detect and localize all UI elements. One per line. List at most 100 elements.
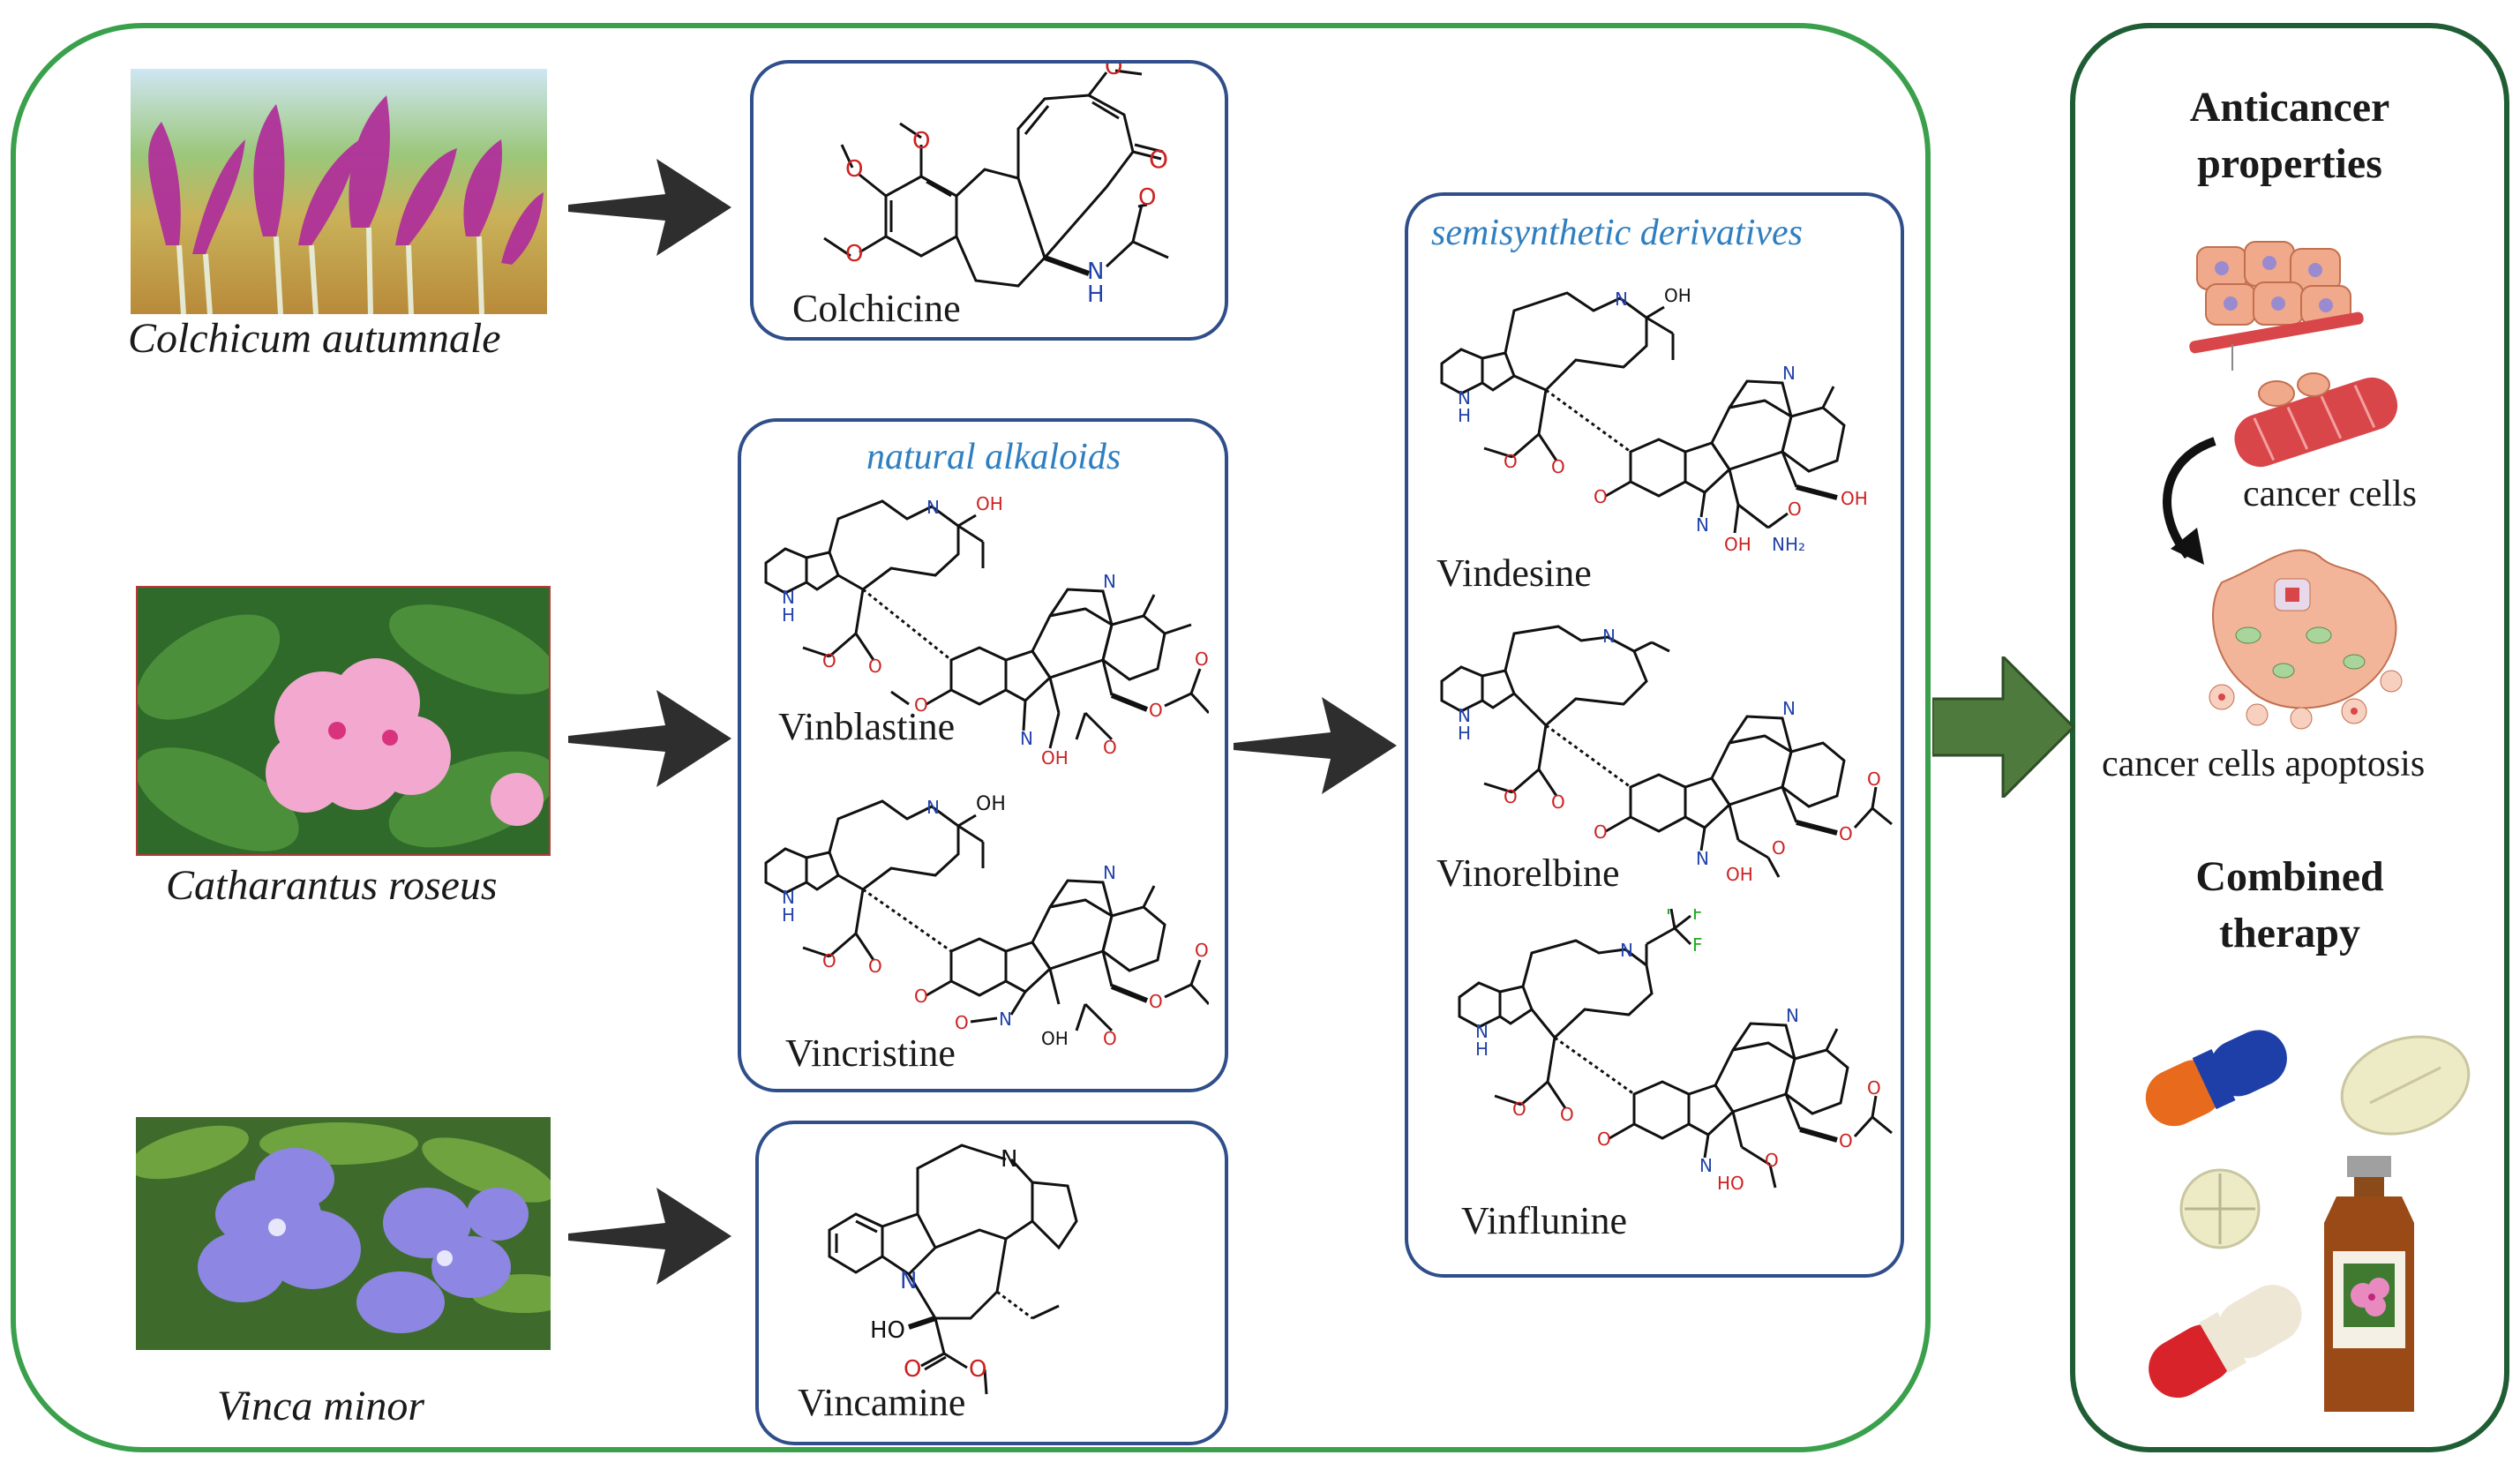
catharanthus-photo	[136, 586, 551, 856]
vincamine-structure: N N HO O O	[828, 1144, 1078, 1395]
svg-text:N: N	[1699, 1155, 1713, 1176]
arrow-vinca	[568, 1188, 731, 1285]
svg-text:O: O	[914, 694, 928, 716]
svg-text:HO: HO	[870, 1317, 905, 1344]
svg-text:F: F	[1666, 909, 1676, 919]
svg-text:O: O	[822, 650, 836, 671]
curved-arrow	[2163, 437, 2216, 565]
svg-text:OH: OH	[1041, 747, 1069, 769]
svg-text:OH: OH	[1041, 1028, 1069, 1048]
label-vinblastine: Vinblastine	[778, 705, 956, 748]
svg-text:N: N	[1782, 698, 1796, 719]
main-panel	[11, 23, 1931, 1452]
svg-text:N: N	[782, 887, 795, 908]
svg-text:N: N	[1458, 705, 1471, 726]
label-colchicine: Colchicine	[792, 287, 961, 330]
svg-text:N: N	[1696, 514, 1709, 536]
svg-text:N: N	[926, 797, 940, 818]
svg-text:O: O	[1504, 451, 1518, 472]
svg-text:O: O	[1594, 821, 1608, 843]
label-vincamine: Vincamine	[798, 1381, 966, 1424]
svg-text:O: O	[1195, 940, 1209, 961]
svg-text:H: H	[1458, 723, 1471, 744]
svg-text:O: O	[1839, 823, 1853, 844]
svg-text:O: O	[912, 128, 930, 154]
plant-name-vinca: Vinca minor	[217, 1383, 425, 1429]
svg-text:N: N	[1620, 940, 1633, 961]
arrow-natural-to-semisynthetic	[1234, 697, 1397, 794]
svg-text:N: N	[1087, 259, 1104, 285]
caption-cancer-cells: cancer cells	[2243, 474, 2418, 514]
svg-text:O: O	[868, 956, 882, 977]
svg-text:F: F	[1692, 934, 1703, 956]
svg-text:N: N	[1001, 1146, 1017, 1173]
svg-text:O: O	[1149, 145, 1168, 174]
svg-text:O: O	[868, 656, 882, 677]
svg-text:N: N	[999, 1009, 1012, 1030]
svg-text:O: O	[969, 1356, 986, 1383]
svg-text:O: O	[1103, 737, 1117, 758]
svg-text:NH₂: NH₂	[1772, 534, 1805, 555]
natural-alkaloids-title: natural alkaloids	[866, 437, 1121, 477]
combined-therapy-heading-line2: therapy	[2219, 910, 2360, 956]
pills-illustration	[2145, 1030, 2471, 1412]
anticancer-heading: Anticancer properties	[2082, 79, 2497, 192]
svg-text:OH: OH	[1664, 285, 1691, 306]
label-vinorelbine: Vinorelbine	[1436, 851, 1620, 895]
vinblastine-structure: N H N OH N N O O O OH O O O	[764, 493, 1209, 769]
label-vincristine: Vincristine	[785, 1031, 956, 1075]
svg-text:O: O	[1594, 486, 1608, 507]
svg-text:O: O	[1105, 64, 1122, 80]
svg-text:O: O	[1551, 791, 1565, 813]
svg-text:O: O	[1149, 991, 1163, 1012]
natural-alkaloids-box: natural alkaloids N H N OH N N O O O OH	[738, 418, 1228, 1092]
svg-text:O: O	[1551, 456, 1565, 477]
svg-text:N: N	[1103, 862, 1116, 883]
svg-text:OH: OH	[976, 493, 1003, 514]
anticancer-heading-line2: properties	[2197, 140, 2382, 187]
arrow-to-anticancer	[1932, 656, 2075, 798]
label-vinflunine: Vinflunine	[1461, 1199, 1627, 1242]
vindesine-structure: N H N OH N N O O O OH OH NH₂ O	[1440, 285, 1868, 555]
plant-name-catharanthus: Catharantus roseus	[166, 862, 498, 909]
svg-text:O: O	[1597, 1129, 1611, 1150]
svg-text:H: H	[1458, 405, 1471, 426]
svg-text:H: H	[1475, 1039, 1489, 1060]
vincristine-structure: N H N OH N N O O O O OH O O O	[764, 793, 1209, 1048]
svg-text:N: N	[1020, 728, 1033, 749]
svg-text:N: N	[1782, 363, 1796, 384]
svg-text:N: N	[782, 587, 795, 608]
combined-therapy-heading-line1: Combined	[2195, 853, 2384, 900]
cancer-cells-illustration	[2189, 241, 2398, 468]
colchicum-photo	[131, 69, 547, 314]
arrow-catharanthus	[568, 690, 731, 787]
caption-cancer-cells-apoptosis: cancer cells apoptosis	[2102, 744, 2426, 784]
svg-text:H: H	[782, 904, 795, 926]
arrow-colchicum	[568, 159, 731, 256]
svg-text:O: O	[1149, 700, 1163, 721]
svg-text:N: N	[926, 497, 940, 518]
svg-text:O: O	[1867, 1077, 1881, 1099]
svg-text:O: O	[1867, 769, 1881, 790]
svg-text:N: N	[1615, 289, 1628, 310]
svg-text:N: N	[900, 1268, 917, 1294]
vinflunine-structure: F F F N H N N N O O O HO O O O	[1458, 909, 1893, 1194]
svg-text:H: H	[782, 604, 795, 626]
svg-text:N: N	[1786, 1005, 1799, 1026]
svg-text:H: H	[1087, 281, 1105, 308]
svg-text:N: N	[1103, 571, 1116, 592]
svg-text:O: O	[1195, 649, 1209, 670]
svg-text:O: O	[904, 1356, 921, 1383]
svg-text:N: N	[1475, 1021, 1489, 1042]
semisynthetic-box: semisynthetic derivatives N H N OH N N O…	[1405, 192, 1904, 1278]
vinorelbine-structure: N H N N N O O O O O OH O	[1440, 625, 1893, 884]
svg-text:O: O	[1512, 1099, 1526, 1120]
vinca-photo	[136, 1117, 551, 1350]
svg-text:O: O	[1103, 1028, 1117, 1048]
svg-text:O: O	[822, 950, 836, 971]
label-vindesine: Vindesine	[1436, 551, 1592, 595]
svg-text:O: O	[1772, 837, 1786, 859]
svg-text:O: O	[1788, 499, 1802, 520]
svg-text:O: O	[1560, 1104, 1574, 1125]
svg-text:O: O	[845, 241, 863, 267]
